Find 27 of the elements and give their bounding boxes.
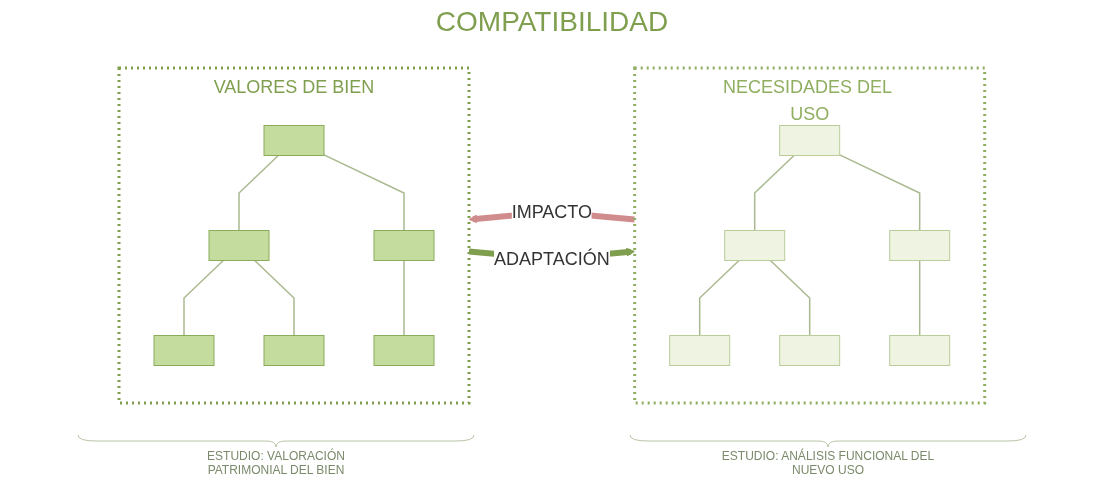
node-box	[373, 230, 435, 261]
node-box	[669, 335, 731, 366]
node-box	[889, 230, 951, 261]
connector	[769, 259, 811, 337]
connector	[254, 259, 295, 337]
diagram-title: COMPATIBILIDAD	[435, 6, 669, 38]
connector	[754, 154, 795, 232]
connector	[323, 154, 405, 232]
connector	[699, 259, 740, 337]
node-box	[373, 335, 435, 366]
node-box	[263, 125, 325, 156]
node-box	[779, 125, 841, 156]
node-box	[153, 335, 215, 366]
edge-label: ADAPTACIÓN	[494, 248, 610, 269]
node-box	[779, 335, 841, 366]
node-box	[724, 230, 786, 261]
node-box	[889, 335, 951, 366]
connector	[839, 154, 921, 232]
connector	[403, 259, 405, 337]
node-box	[263, 335, 325, 366]
node-box	[208, 230, 270, 261]
connector	[183, 259, 225, 337]
connector	[919, 259, 921, 337]
connector	[238, 154, 280, 232]
caption-text: ESTUDIO: VALORACIÓN PATRIMONIAL DEL BIEN	[206, 449, 346, 477]
caption-text: ESTUDIO: ANÁLISIS FUNCIONAL DEL NUEVO USO	[720, 449, 936, 477]
edge-label: IMPACTO	[511, 201, 593, 222]
